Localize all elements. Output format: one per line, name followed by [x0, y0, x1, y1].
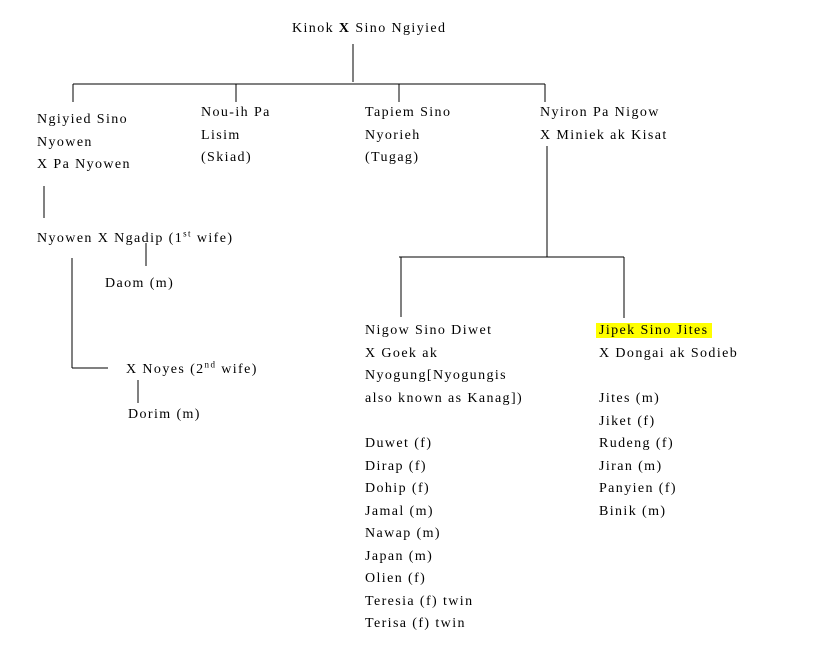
list-item: Olien (f)	[365, 571, 427, 586]
list-item: Rudeng (f)	[599, 436, 675, 451]
node-line: Nigow Sino Diwet	[365, 323, 493, 338]
dorim-node: Dorim (m)	[128, 407, 201, 422]
list-item: Duwet (f)	[365, 436, 433, 451]
nigow-node: Nigow Sino Diwet X Goek ak Nyogung[Nyogu…	[365, 320, 523, 410]
node-line: Nyowen	[37, 134, 93, 150]
list-item: Teresia (f) twin	[365, 593, 474, 609]
jipek-node: Jipek Sino Jites X Dongai ak Sodieb	[596, 320, 739, 365]
jipek-children-list: Jites (m) Jiket (f) Rudeng (f) Jiran (m)…	[599, 388, 677, 523]
list-item: Terisa (f) twin	[365, 616, 466, 631]
node-line: X Pa Nyowen	[37, 157, 131, 172]
node-line: Ngiyied Sino	[37, 112, 129, 127]
node-line: also known as Kanag])	[365, 390, 524, 406]
node-line: Nou-ih Pa	[201, 105, 271, 120]
noyes-second-marriage: X Noyes (2nd wife)	[126, 359, 258, 382]
list-item: Jiran (m)	[599, 458, 663, 474]
nyowen-line-rest: wife)	[191, 231, 234, 246]
nigow-children-list: Duwet (f) Dirap (f) Dohip (f) Jamal (m) …	[365, 433, 474, 636]
node-line: (Tugag)	[365, 150, 420, 165]
child-node-1: Ngiyied Sino Nyowen X Pa Nyowen	[37, 109, 131, 177]
node-line: Nyogung[Nyogungis	[365, 368, 508, 383]
node-line: X Miniek ak Kisat	[540, 127, 668, 143]
list-item: Jamal (m)	[365, 503, 434, 519]
list-item: Panyien (f)	[599, 481, 677, 496]
node-line: X Dongai ak Sodieb	[599, 345, 739, 361]
noyes-line-rest: wife)	[216, 362, 258, 377]
child-node-2: Nou-ih Pa Lisim (Skiad)	[201, 102, 271, 170]
child-node-4: Nyiron Pa Nigow X Miniek ak Kisat	[540, 102, 668, 147]
list-item: Jiket (f)	[599, 413, 656, 429]
ordinal-suffix: nd	[204, 359, 217, 370]
list-item: Binik (m)	[599, 503, 667, 519]
node-line: Tapiem Sino	[365, 105, 452, 120]
daom-node: Daom (m)	[105, 276, 175, 291]
nyowen-line-text: Nyowen X Ngadip (1	[37, 231, 184, 246]
node-line: X Goek ak	[365, 345, 439, 361]
root-name: Kinok	[292, 21, 334, 36]
ordinal-suffix: st	[183, 228, 192, 239]
noyes-line-text: X Noyes (2	[126, 362, 205, 377]
nyowen-first-marriage: Nyowen X Ngadip (1st wife)	[37, 228, 233, 251]
node-line: (Skiad)	[201, 150, 253, 165]
list-item: Dohip (f)	[365, 481, 431, 496]
child-node-3: Tapiem Sino Nyorieh (Tugag)	[365, 102, 451, 170]
root-spouse: Sino Ngiyied	[355, 21, 447, 36]
node-line: Nyorieh	[365, 127, 421, 143]
list-item: Jites (m)	[599, 391, 661, 406]
root-couple: Kinok X Sino Ngiyied	[292, 18, 446, 41]
root-marriage-x: X	[338, 21, 351, 36]
node-line: Nyiron Pa Nigow	[540, 105, 660, 120]
list-item: Nawap (m)	[365, 526, 441, 541]
list-item: Japan (m)	[365, 548, 434, 564]
node-line: Lisim	[201, 127, 241, 143]
list-item: Dirap (f)	[365, 458, 427, 474]
highlighted-name: Jipek Sino Jites	[596, 323, 712, 338]
